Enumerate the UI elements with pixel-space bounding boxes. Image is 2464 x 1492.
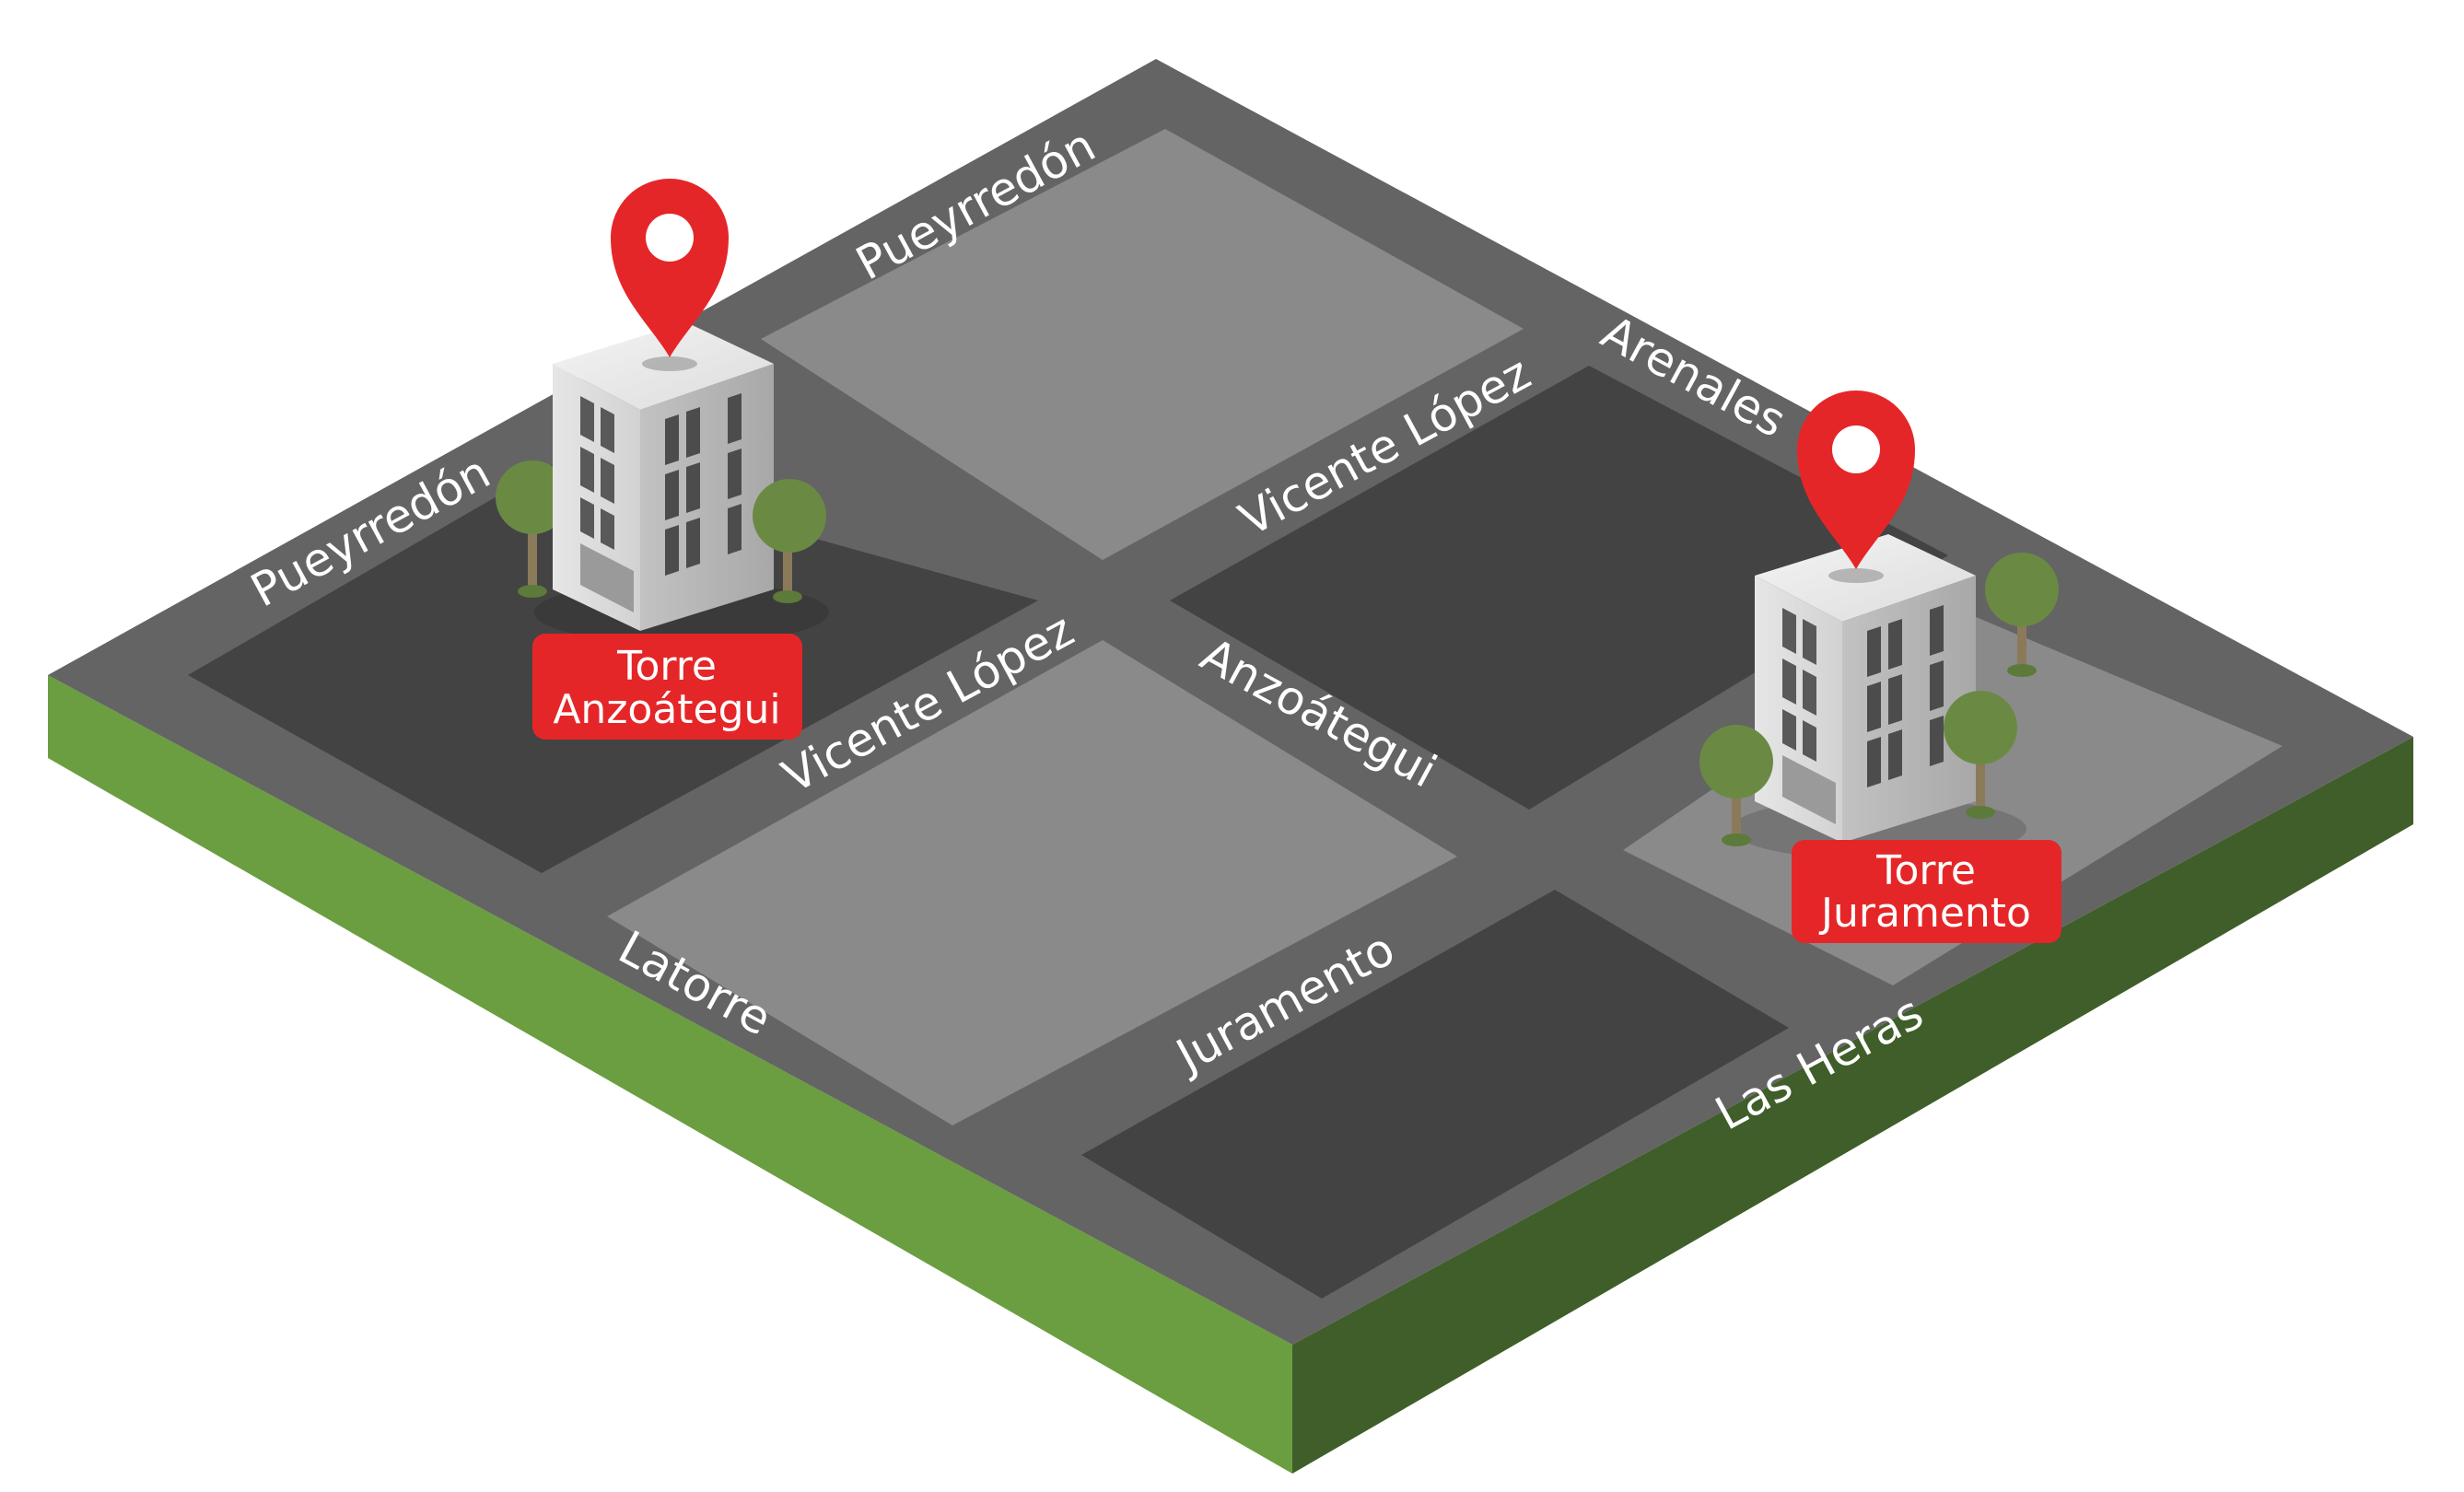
- block-north: [761, 129, 1524, 560]
- marker-label-line2: Anzoátegui: [553, 686, 780, 733]
- tree-icon: [1944, 691, 2017, 819]
- grass-side-right: [1292, 737, 2413, 1474]
- tree-icon: [496, 460, 569, 598]
- map-pin-icon[interactable]: [611, 179, 729, 371]
- tree-icon: [1699, 725, 1773, 846]
- map-pin-icon[interactable]: [1797, 390, 1915, 583]
- building-torre-anzoategui: [496, 322, 829, 644]
- block-northeast: [1170, 366, 1948, 810]
- tree-icon: [1985, 553, 2059, 677]
- marker-label-line1: Torre: [1875, 847, 1976, 894]
- marker-label-line2: Juramento: [1818, 890, 2031, 937]
- marker-label-torre-juramento[interactable]: Torre Juramento: [1792, 840, 2061, 943]
- tree-icon: [753, 479, 826, 603]
- marker-label-line1: Torre: [616, 643, 717, 690]
- marker-label-torre-anzoategui[interactable]: Torre Anzoátegui: [532, 634, 802, 740]
- block-center: [607, 640, 1457, 1125]
- grass-side-left: [48, 675, 1292, 1474]
- block-south: [1081, 890, 1789, 1299]
